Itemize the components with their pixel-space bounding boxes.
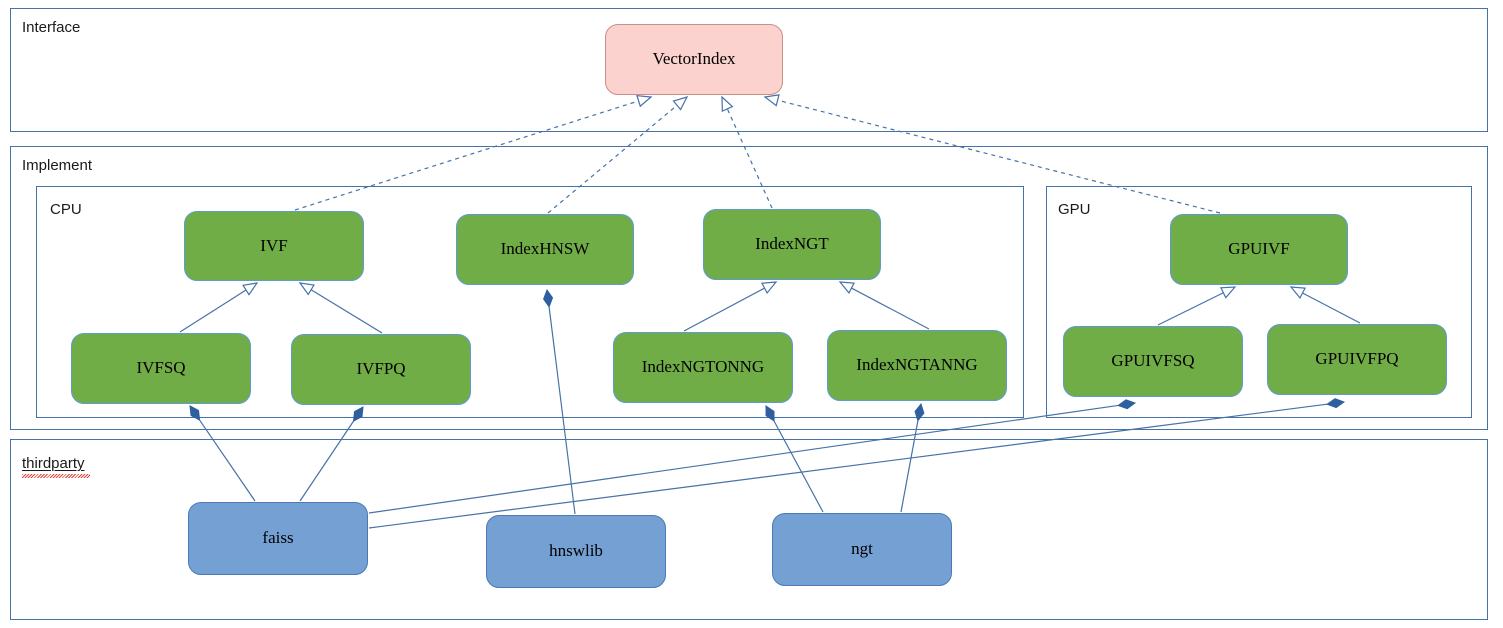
edge-line xyxy=(547,104,678,214)
node-label-ngt: ngt xyxy=(851,539,873,559)
edge-e-faiss-ivfpq xyxy=(299,406,364,502)
composition-diamond-icon xyxy=(1117,399,1137,410)
edge-e-onng-ngt xyxy=(683,281,778,332)
edge-line xyxy=(179,289,247,333)
edge-e-faiss-ivfsq xyxy=(189,405,256,502)
node-hnswlib[interactable]: hnswlib xyxy=(486,515,666,588)
edge-line xyxy=(1302,292,1361,324)
inheritance-arrowhead-icon xyxy=(672,96,689,111)
edge-line xyxy=(199,419,256,502)
inheritance-arrowhead-icon xyxy=(760,281,778,295)
inheritance-arrowhead-icon xyxy=(298,282,315,296)
inheritance-arrowhead-icon xyxy=(763,94,780,107)
composition-diamond-icon xyxy=(765,405,775,422)
node-ivf[interactable]: IVF xyxy=(184,211,364,281)
edge-line xyxy=(777,99,1221,214)
edge-e-gpq-gpuivf xyxy=(1289,286,1361,324)
node-indexhnsw[interactable]: IndexHNSW xyxy=(456,214,634,285)
edge-e-gpuivf-vi xyxy=(763,94,1221,214)
edge-line xyxy=(726,108,773,209)
node-ngt[interactable]: ngt xyxy=(772,513,952,586)
node-faiss[interactable]: faiss xyxy=(188,502,368,575)
edge-line xyxy=(310,289,383,334)
edge-line xyxy=(900,420,919,513)
node-indexngt[interactable]: IndexNGT xyxy=(703,209,881,280)
inheritance-arrowhead-icon xyxy=(838,281,856,295)
edge-e-anng-ngt xyxy=(838,281,930,330)
node-gpuivfpq[interactable]: GPUIVFPQ xyxy=(1267,324,1447,395)
container-gpu xyxy=(1046,186,1472,418)
edge-e-ivfsq-ivf xyxy=(179,282,259,333)
container-interface xyxy=(10,8,1488,132)
node-label-ivfsq: IVFSQ xyxy=(136,358,186,378)
edge-e-ivf-vi xyxy=(294,95,653,211)
container-thirdparty xyxy=(10,439,1488,620)
node-label-indexngtonng: IndexNGTONNG xyxy=(641,357,765,377)
node-ivfpq[interactable]: IVFPQ xyxy=(291,334,471,405)
inheritance-arrowhead-icon xyxy=(1289,286,1307,299)
edge-e-hnswlib-hnsw xyxy=(543,288,576,515)
inheritance-arrowhead-icon xyxy=(721,95,734,113)
node-vectorindex[interactable]: VectorIndex xyxy=(605,24,783,95)
inheritance-arrowhead-icon xyxy=(636,95,653,108)
edge-line xyxy=(299,420,355,502)
edge-line xyxy=(683,287,765,332)
composition-diamond-icon xyxy=(189,405,201,421)
node-label-vectorindex: VectorIndex xyxy=(652,49,736,69)
edge-line xyxy=(548,306,576,515)
node-gpuivfsq[interactable]: GPUIVFSQ xyxy=(1063,326,1243,397)
node-label-ivf: IVF xyxy=(260,235,288,255)
container-label-implement: Implement xyxy=(22,157,93,174)
edge-e-ngt-anng xyxy=(900,402,925,513)
edge-e-faiss-gpuivfpq xyxy=(368,398,1346,529)
inheritance-arrowhead-icon xyxy=(1219,286,1237,299)
edge-line xyxy=(368,403,1328,529)
composition-diamond-icon xyxy=(352,406,364,423)
inheritance-arrowhead-icon xyxy=(242,282,259,296)
edge-line xyxy=(368,404,1119,514)
node-label-hnswlib: hnswlib xyxy=(549,541,603,561)
node-ivfsq[interactable]: IVFSQ xyxy=(71,333,251,404)
container-cpu xyxy=(36,186,1024,418)
node-label-indexhnsw: IndexHNSW xyxy=(500,239,590,259)
edge-line xyxy=(773,420,824,513)
edge-e-hnsw-vi xyxy=(547,96,689,214)
node-label-gpuivfsq: GPUIVFSQ xyxy=(1111,351,1195,371)
edge-line xyxy=(851,287,930,330)
container-label-cpu: CPU xyxy=(50,201,82,218)
edge-line xyxy=(1157,292,1224,326)
node-label-indexngtanng: IndexNGTANNG xyxy=(856,355,978,375)
spellcheck-squiggle-thirdparty xyxy=(22,474,90,478)
node-label-indexngt: IndexNGT xyxy=(755,234,829,254)
edge-e-ngt-vi xyxy=(721,95,773,209)
container-label-thirdparty: thirdparty xyxy=(22,455,85,472)
edge-line xyxy=(294,100,639,211)
composition-diamond-icon xyxy=(543,288,554,308)
edge-e-ivfpq-ivf xyxy=(298,282,383,334)
composition-diamond-icon xyxy=(1326,398,1346,409)
edge-e-ngt-onng xyxy=(765,405,824,513)
node-label-ivfpq: IVFPQ xyxy=(356,359,406,379)
container-label-gpu: GPU xyxy=(1058,201,1091,218)
node-gpuivf[interactable]: GPUIVF xyxy=(1170,214,1348,285)
node-label-gpuivfpq: GPUIVFPQ xyxy=(1315,349,1399,369)
node-indexngtanng[interactable]: IndexNGTANNG xyxy=(827,330,1007,401)
node-indexngtonng[interactable]: IndexNGTONNG xyxy=(613,332,793,403)
node-label-faiss: faiss xyxy=(262,528,294,548)
container-label-interface: Interface xyxy=(22,19,81,36)
composition-diamond-icon xyxy=(914,402,925,422)
node-label-gpuivf: GPUIVF xyxy=(1228,239,1290,259)
edge-e-faiss-gpuivfsq xyxy=(368,399,1137,514)
container-implement xyxy=(10,146,1488,430)
edge-e-gsq-gpuivf xyxy=(1157,286,1237,326)
